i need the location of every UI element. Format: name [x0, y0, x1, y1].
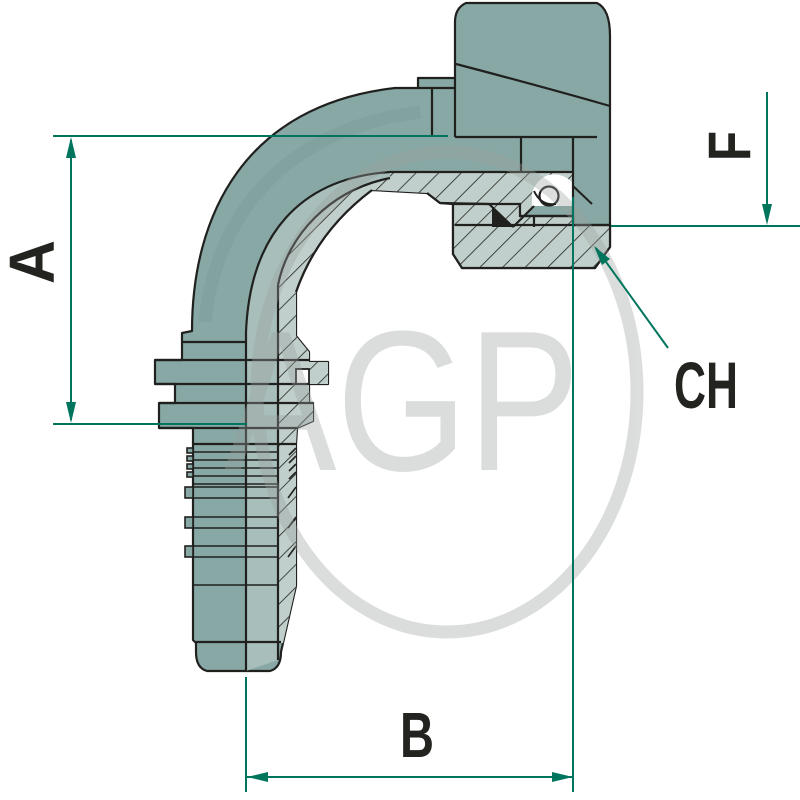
barb-ridges-left: [184, 447, 194, 558]
arrow-f-down: [762, 204, 772, 225]
serration-lines: [193, 451, 278, 586]
nut-cone-line: [572, 185, 593, 205]
arrow-a-down: [66, 402, 76, 423]
arrow-a-up: [66, 137, 76, 158]
tube-inner-band: [246, 172, 390, 671]
label-b: B: [400, 699, 434, 771]
fitting-body: [153, 1, 612, 673]
dimension-arrowheads: [66, 137, 772, 782]
label-a: A: [0, 240, 68, 284]
arrow-b-right: [552, 772, 573, 782]
arrow-ch: [594, 246, 610, 265]
label-ch: CH: [674, 348, 738, 422]
dimension-layer: [53, 92, 800, 792]
oring: [538, 185, 560, 207]
bend-shading-arc: [198, 105, 421, 323]
barb-notches-right: [287, 447, 297, 558]
arrow-b-left: [247, 772, 268, 782]
watermark-ellipse: [250, 145, 644, 639]
watermark: AGP: [224, 145, 644, 639]
watermark-text: AGP: [224, 290, 580, 513]
dim-ch-leader: [595, 247, 669, 349]
oring-lip-line: [533, 190, 557, 206]
label-f: F: [696, 131, 763, 161]
detail-lines: [155, 62, 611, 671]
